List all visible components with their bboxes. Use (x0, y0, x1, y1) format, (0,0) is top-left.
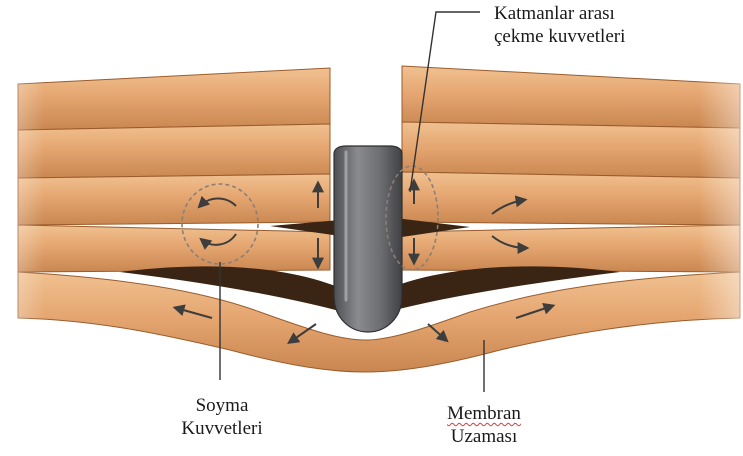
membrane-label-line1: Membran (447, 403, 521, 424)
right-layer-4 (402, 225, 740, 272)
right-layer-3 (402, 172, 740, 225)
interlayer-label-line1: Katmanlar arası (494, 2, 625, 25)
peeling-label-line2: Kuvvetleri (162, 417, 282, 440)
peeling-forces-label: Soyma Kuvvetleri (162, 394, 282, 440)
left-layer-3 (18, 174, 330, 225)
right-layer-1 (402, 66, 740, 128)
interlayer-label-line2: çekme kuvvetleri (494, 25, 625, 48)
membrane-elongation-label: Membran Uzaması (426, 402, 542, 448)
peeling-label-line1: Soyma (162, 394, 282, 417)
projectile-icon (334, 146, 402, 332)
right-layer-2 (402, 122, 740, 178)
left-laminate (18, 68, 330, 272)
interlayer-label: Katmanlar arası çekme kuvvetleri (494, 2, 625, 48)
left-layer-2 (18, 124, 330, 178)
left-layer-4 (18, 225, 330, 272)
membrane-label-line2: Uzaması (426, 425, 542, 448)
right-laminate (402, 66, 740, 272)
left-layer-1 (18, 68, 330, 130)
